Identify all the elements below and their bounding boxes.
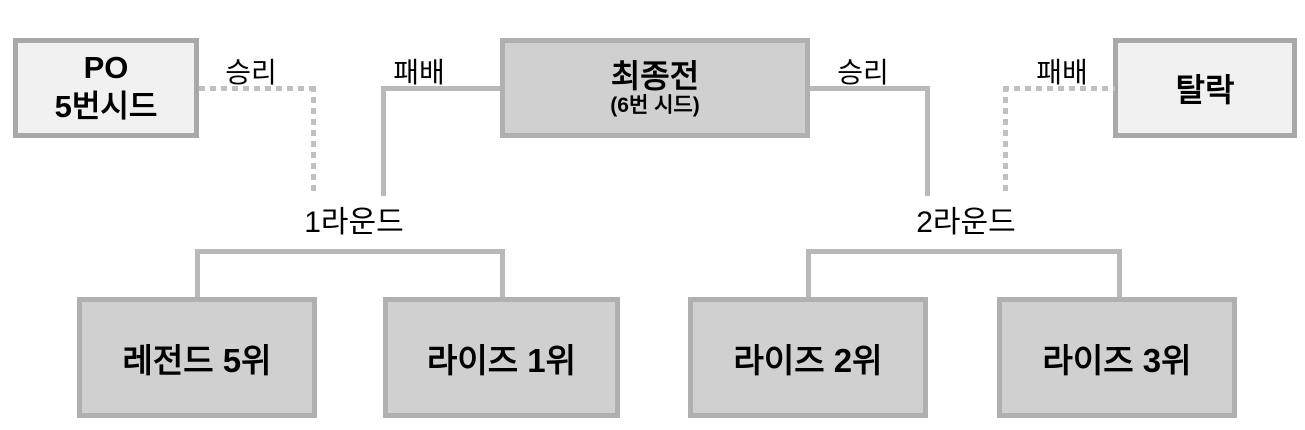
round2-lose-dashed-line-vertical [1003,86,1008,196]
round1-lose-solid-line-vertical [381,86,386,196]
round1-win-dashed-line-horizontal [199,86,316,91]
final-match-subtitle: (6번 시드) [610,94,700,118]
team-box-rise-1st: 라이즈 1위 [383,297,620,418]
round1-label: 1라운드 [304,206,404,239]
team-box-legend-5th: 레전드 5위 [77,297,317,418]
po-seed-box: PO 5번시드 [13,38,199,138]
round2-lose-label: 패배 [1036,57,1088,88]
round2-bracket-left-vertical [806,249,811,299]
round1-win-label: 승리 [225,57,277,88]
round1-bracket-left-vertical [195,249,200,299]
final-match-title: 최종전 [610,57,700,94]
round2-bracket-horizontal [806,249,1122,254]
eliminated-label: 탈락 [1175,72,1235,108]
round1-win-dashed-line-vertical [311,86,316,196]
eliminated-box: 탈락 [1113,38,1297,138]
team-label: 레전드 5위 [122,341,272,379]
round2-win-solid-line-vertical [925,86,930,196]
final-match-box: 최종전 (6번 시드) [500,38,810,138]
round2-win-solid-line-horizontal [810,86,930,91]
team-label: 라이즈 2위 [733,341,883,379]
team-label: 라이즈 1위 [427,341,576,379]
team-box-rise-3rd: 라이즈 3위 [997,297,1237,418]
round1-lose-solid-line-horizontal [381,86,500,91]
team-label: 라이즈 3위 [1042,341,1192,379]
round1-lose-label: 패배 [393,57,445,88]
po-seed-label-line1: PO [83,50,129,86]
round1-bracket-horizontal [195,249,505,254]
round2-bracket-right-vertical [1117,249,1122,299]
round2-win-label: 승리 [837,57,889,88]
po-seed-label-line2: 5번시드 [54,89,158,124]
round2-label: 2라운드 [916,206,1016,239]
round1-bracket-right-vertical [500,249,505,299]
round2-lose-dashed-line-horizontal [1003,86,1115,91]
team-box-rise-2nd: 라이즈 2위 [688,297,928,418]
